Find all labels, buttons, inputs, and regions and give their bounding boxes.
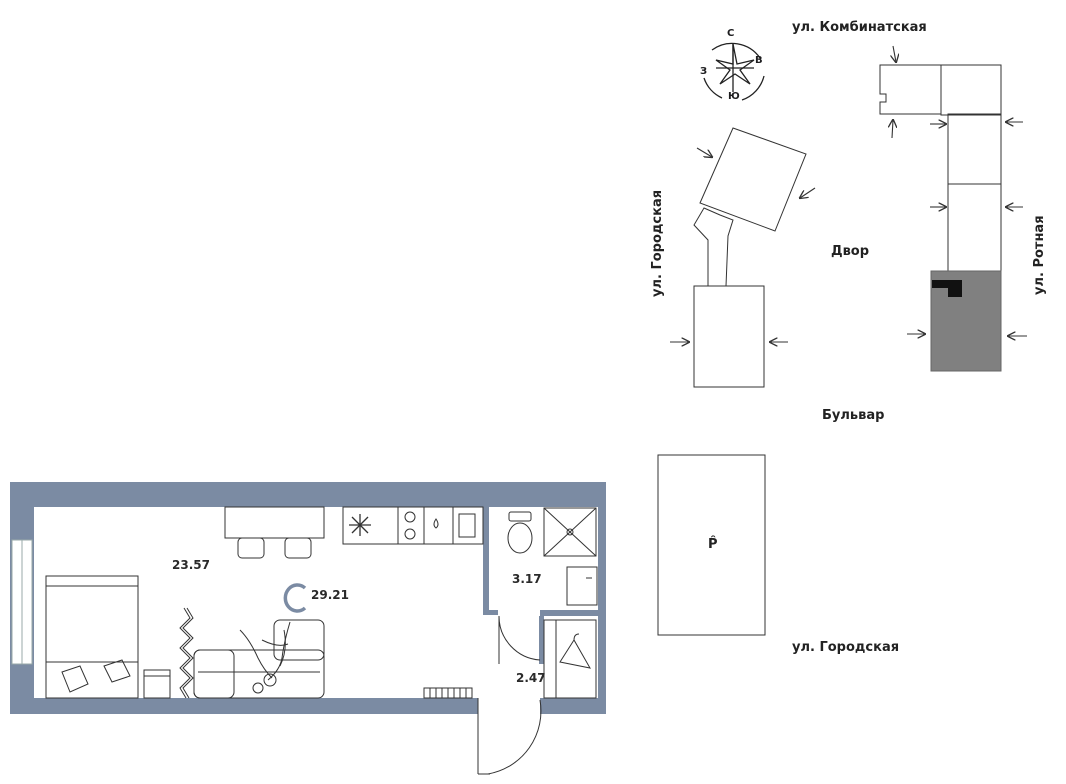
compass-south-label: Ю (728, 91, 740, 102)
street-label-west: ул. Городская (650, 189, 665, 297)
boulevard-label: Бульвар (822, 408, 885, 423)
total-area-label: 29.21 (311, 588, 349, 602)
street-label-east: ул. Ротная (1032, 215, 1047, 295)
parking-lot (657, 454, 766, 636)
building-west (693, 127, 807, 388)
courtyard-label: Двор (831, 244, 870, 259)
compass-west-label: З (700, 66, 708, 77)
parking-label: P̂ (708, 537, 718, 552)
living-area-label: 23.57 (172, 558, 210, 572)
street-label-south: ул. Городская (792, 640, 900, 655)
apartment-type-symbol (283, 583, 307, 613)
bathroom-area-label: 3.17 (512, 572, 542, 586)
compass-east-label: В (755, 55, 763, 66)
apartment-plan (10, 482, 606, 714)
outer-walls (10, 482, 606, 714)
hall-area-label: 2.47 (516, 671, 546, 685)
street-label-north: ул. Комбинатская (792, 20, 927, 35)
compass-icon (703, 42, 765, 101)
furniture (45, 506, 598, 775)
entrance-arrows (670, 45, 1027, 342)
compass-north-label: С (727, 28, 735, 39)
building-east (879, 64, 1002, 372)
